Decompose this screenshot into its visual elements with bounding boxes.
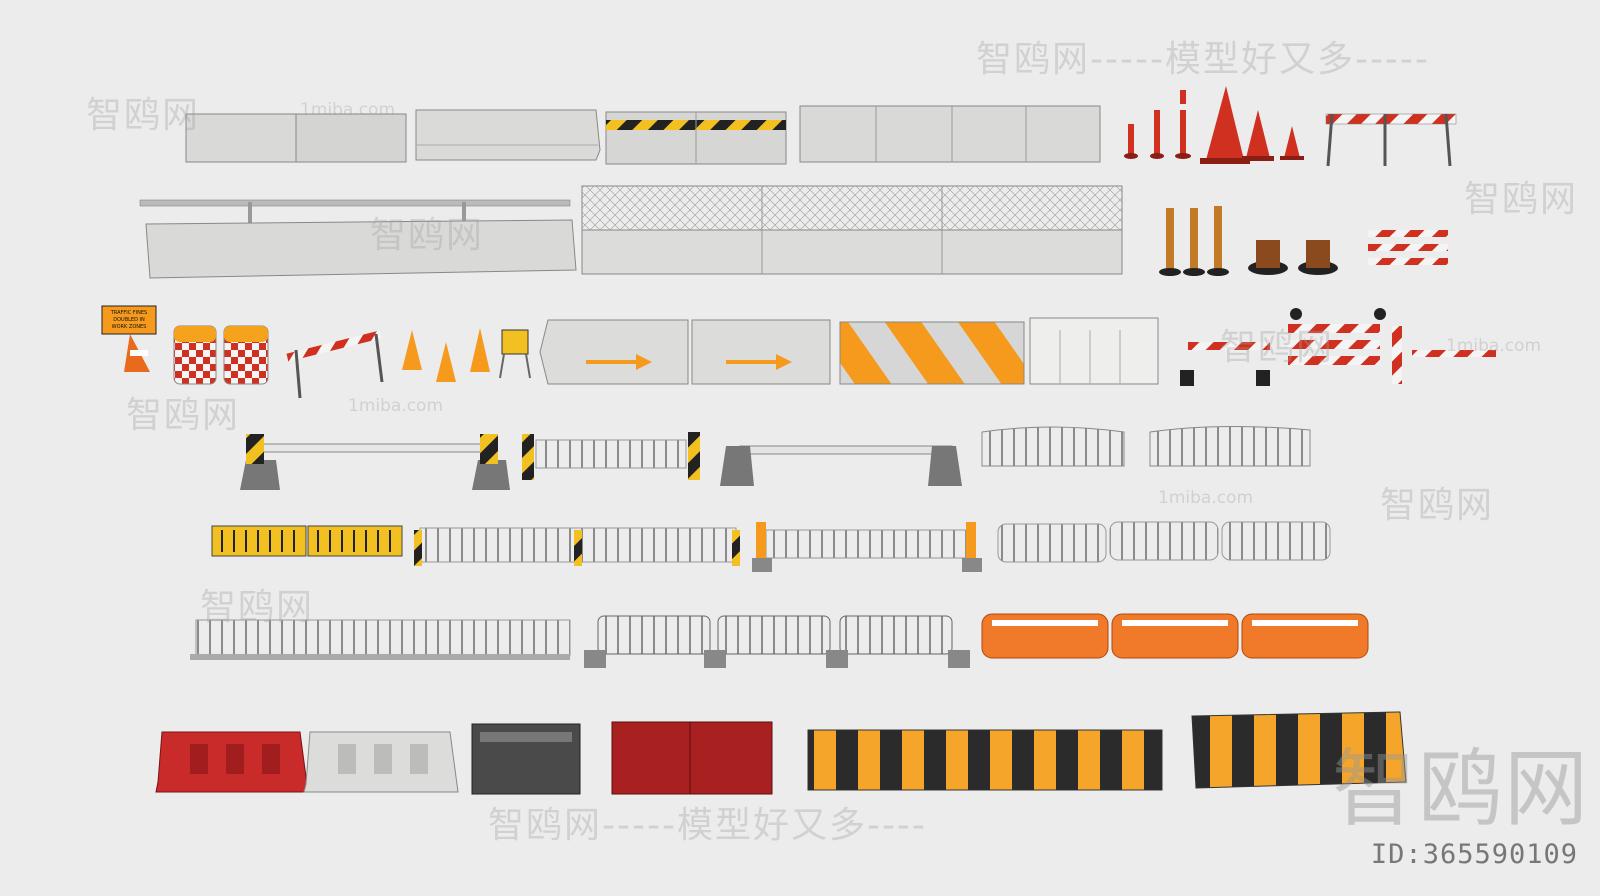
red-white-barricade [1325,113,1457,167]
watermark-bottom: 智鸥网-----模型好又多---- [488,805,927,846]
watermark-left-2: 智鸥网 [126,395,241,436]
watermark-site-3: 1miba.com [348,396,444,416]
mesh-fence-wall [581,185,1123,275]
orange-white-gate-arm [286,330,384,399]
watermark-left-3: 智鸥网 [200,587,315,628]
black-water-barrier [471,723,581,795]
steel-crowd-barriers [997,521,1331,563]
sign-line-3: WORK ZONES [112,324,147,330]
arched-steel-fence [981,425,1311,467]
watermark-site-2: 1miba.com [1446,336,1542,356]
orange-diagonal-barrier [839,321,1025,385]
arrow-water-barriers [539,319,831,385]
image-id-label: ID:365590109 [1370,839,1578,870]
rail-barrier-black-orange-bases [240,434,510,490]
bar-fence-hazard-posts [522,432,700,480]
orange-bollards [1159,206,1229,276]
delineator-posts [1124,90,1191,159]
sign-line-2: DOUBLED IN [113,317,145,323]
watermark-logo: 智鸥网 [1332,740,1591,838]
jersey-barrier [415,109,601,161]
guardrail-concrete-wall [139,199,577,279]
checkered-barrels [173,325,269,385]
white-railing-fence [190,619,571,660]
white-concrete-blocks [1029,317,1159,385]
hazard-stripe-barrier [605,111,787,165]
watermark-site-4: 1miba.com [1158,488,1254,508]
watermark-mid-1: 智鸥网 [370,215,485,256]
watermark-site-1: 1miba.com [300,100,396,120]
concrete-wall-panels [799,105,1101,163]
watermark-mid-2: 智鸥网 [1220,327,1335,368]
white-water-barrier [303,731,459,793]
black-orange-striped-barrier-block [1191,711,1407,789]
light-barricades [1180,308,1496,386]
white-picket-fence [414,527,740,566]
yellow-black-crowd-barriers [211,525,403,557]
traffic-cones [1200,86,1304,164]
watermark-top: 智鸥网-----模型好又多----- [976,39,1430,80]
grey-rail-barrier [720,445,962,486]
watermark-right-2: 智鸥网 [1380,485,1495,526]
watermark-right-1: 智鸥网 [1464,179,1579,220]
orange-plastic-barriers [981,613,1369,659]
watermark-left-1: 智鸥网 [86,95,201,136]
black-orange-striped-barrier-long [807,729,1163,791]
small-orange-cones [402,328,490,382]
drum-barrels-dark [1248,240,1338,275]
work-zone-sign-cone: TRAFFIC FINES DOUBLED IN WORK ZONES [101,305,157,372]
red-heavy-barrier [611,721,773,795]
concrete-barrier-pair [185,113,407,163]
fence-orange-posts [752,522,982,572]
three-rail-barricade [1368,230,1448,265]
red-water-barrier [155,731,309,793]
sign-line-1: TRAFFIC FINES [110,310,147,316]
sandwich-board [499,329,531,379]
grey-crowd-barriers-concrete-feet [584,615,970,668]
